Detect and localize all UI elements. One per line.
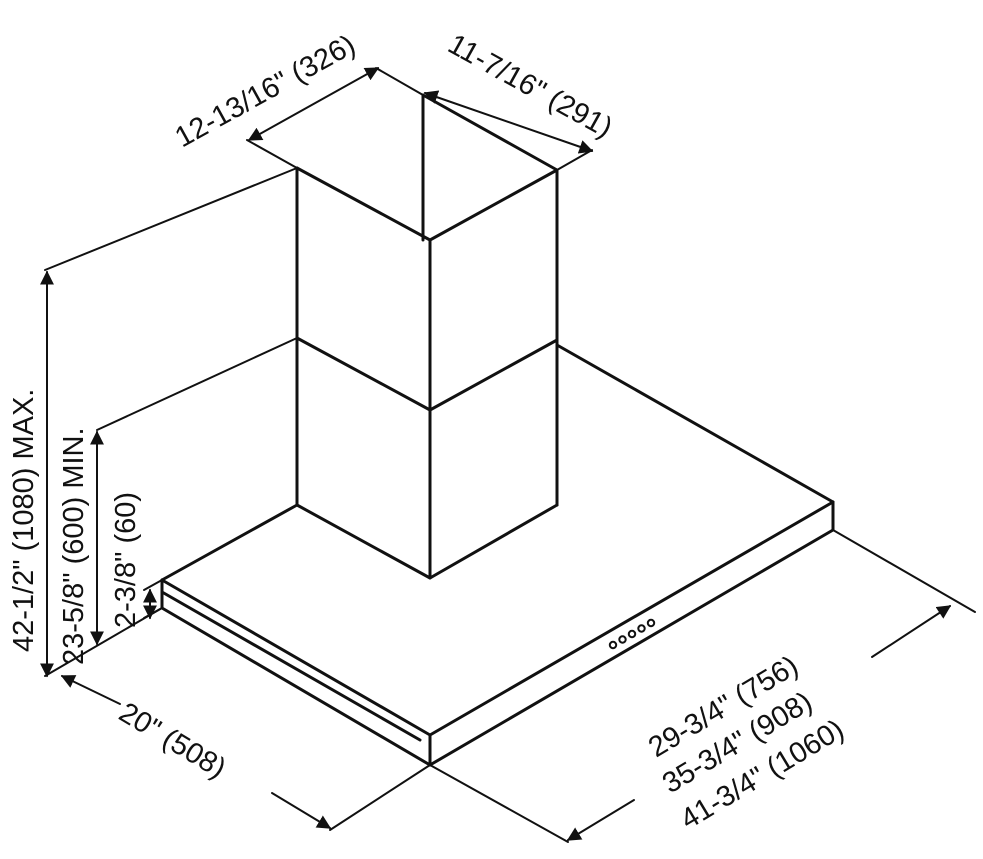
canopy-top-right-edge: [555, 343, 835, 504]
control-panel: [608, 618, 656, 650]
depth-extension-right: [329, 764, 431, 831]
chimney-bottom-edge: [295, 503, 559, 580]
canopy: [160, 343, 835, 767]
control-button-icon: [637, 624, 646, 633]
canopy-top-front-right: [428, 500, 835, 737]
canopy-top-front-left: [160, 578, 432, 737]
canopy-depth-label: 20" (508): [113, 697, 231, 785]
chimney-depth-extension-right: [556, 149, 593, 171]
chimney-depth-dimension: [423, 90, 594, 154]
depth-dimension-left-part: [60, 675, 121, 705]
canopy-thickness-label: 2-3/8" (60): [110, 492, 142, 628]
width-dimension-bottom-part: [566, 799, 635, 841]
depth-dimension-right-part: [271, 792, 332, 829]
width-extension-left: [429, 764, 569, 843]
control-button-icon: [646, 618, 656, 628]
dimension-lines: [40, 67, 976, 843]
chimney-width-dimension: [247, 67, 380, 141]
height-min-label: 23-5/8" (600) MIN.: [58, 427, 90, 665]
base-left-extension: [44, 607, 163, 677]
height-max-label: 42-1/2" (1080) MAX.: [8, 389, 40, 652]
chimney-width-extension-left: [246, 139, 298, 169]
width-dimension-top-part: [871, 605, 952, 658]
chimney-top-outline: [295, 93, 559, 242]
chimney: [295, 93, 559, 580]
width-extension-right: [832, 529, 976, 613]
control-button-icon: [618, 635, 627, 644]
chimney-depth-label: 11-7/16" (291): [443, 28, 618, 144]
control-button-icon: [627, 629, 637, 639]
chimney-section-seam: [295, 336, 559, 412]
canopy-bottom-front-right: [428, 528, 835, 767]
canopy-top-left-edge: [160, 503, 299, 582]
height-min-extension-top: [96, 337, 298, 431]
canopy-left-inner-line: [160, 590, 422, 742]
chimney-width-extension-right: [375, 67, 424, 96]
thickness-extension-top: [143, 579, 163, 591]
control-button-icon: [608, 640, 618, 650]
chimney-width-label: 12-13/16" (326): [170, 29, 361, 154]
canopy-bottom-front-left: [160, 606, 432, 767]
height-max-extension-top: [44, 167, 298, 271]
